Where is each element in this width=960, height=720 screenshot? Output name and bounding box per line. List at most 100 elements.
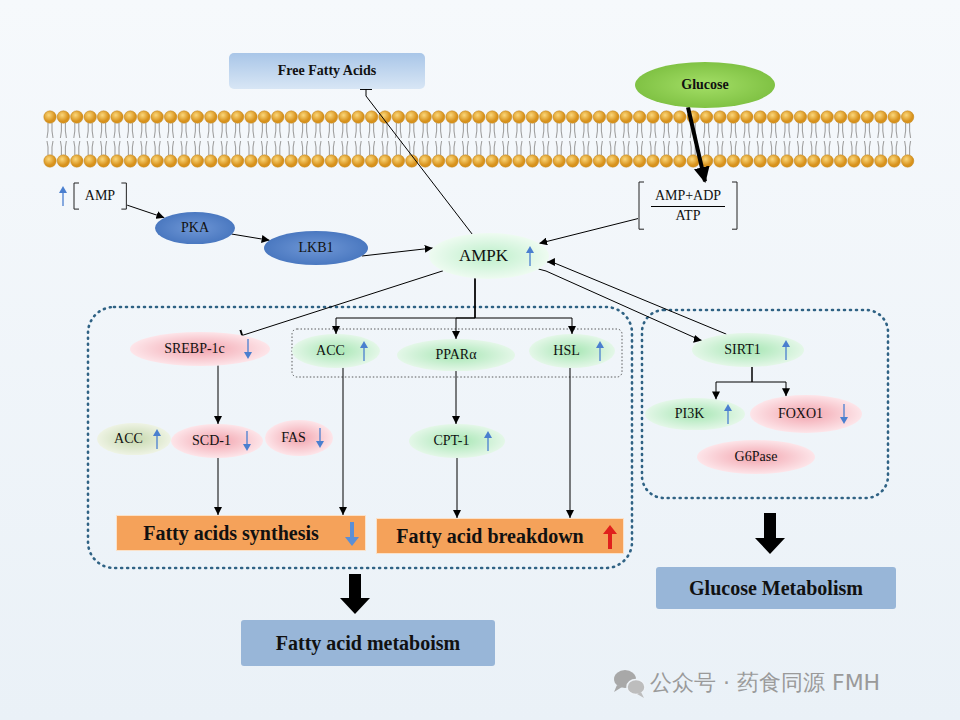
block-arrow xyxy=(755,513,785,554)
node-label: ACC xyxy=(316,343,345,359)
protein-ellipse: PKA xyxy=(155,212,235,244)
text-group: Glucose Metabolism xyxy=(685,575,867,602)
category-box: Fatty acid metaboism xyxy=(241,620,495,666)
text-group: FAS xyxy=(277,428,321,448)
block-arrow xyxy=(340,574,370,614)
node-label: SREBP-1c xyxy=(164,341,225,357)
text-group: Fatty acid metaboism xyxy=(272,630,464,657)
activation-arrow xyxy=(716,367,752,399)
bracketed-ratio: AMP+ADPATP xyxy=(638,181,738,230)
text-group: SIRT1 xyxy=(720,340,776,360)
increase-arrow xyxy=(152,429,162,449)
text-group: Fatty acid breakdown xyxy=(392,523,607,550)
text-group: CPT-1 xyxy=(429,431,484,451)
text-group: AMP xyxy=(81,186,119,206)
activation-arrow xyxy=(457,458,458,518)
node-label: Glucose xyxy=(681,77,728,93)
increase-arrow xyxy=(723,404,733,424)
node-label: SCD-1 xyxy=(192,433,231,449)
molecule-box: Free Fatty Acids xyxy=(229,53,425,89)
activation-arrow xyxy=(232,234,270,240)
text-group: PPARα xyxy=(431,345,480,365)
increase-arrow xyxy=(359,341,369,361)
node-label: Glucose Metabolism xyxy=(689,577,863,600)
activation-arrow xyxy=(538,269,701,340)
text-group: Glucose xyxy=(677,75,732,95)
increase-arrow xyxy=(603,525,617,549)
activation-arrow xyxy=(547,262,727,334)
decrease-arrow xyxy=(315,428,325,448)
text-group: SCD-1 xyxy=(188,431,246,451)
dotted-region xyxy=(642,310,888,498)
node-label: HSL xyxy=(553,343,579,359)
text-group: AMPK xyxy=(455,244,523,268)
protein-ellipse: SCD-1 xyxy=(171,424,263,458)
protein-ellipse: SREBP-1c xyxy=(130,332,270,366)
activation-arrow xyxy=(570,368,571,518)
activation-arrow xyxy=(218,458,219,515)
protein-ellipse: HSL xyxy=(529,334,615,368)
molecule-ellipse: Glucose xyxy=(635,62,775,108)
text-group: ACC xyxy=(110,429,158,449)
decrease-arrow xyxy=(345,522,359,546)
activation-arrow xyxy=(127,205,164,218)
text-group: G6Pase xyxy=(731,447,782,467)
node-label: G6Pase xyxy=(735,449,778,465)
activation-arrow xyxy=(456,278,475,339)
node-label: FOXO1 xyxy=(778,406,823,422)
node-label: LKB1 xyxy=(299,240,334,256)
activation-arrow xyxy=(343,368,344,515)
node-label: Free Fatty Acids xyxy=(278,63,377,79)
decrease-arrow xyxy=(242,431,252,451)
protein-ellipse: FAS xyxy=(265,420,333,456)
activation-arrow xyxy=(539,219,638,244)
watermark: 公众号 · 药食同源 FMH xyxy=(650,668,880,698)
wechat-icon xyxy=(614,670,645,698)
protein-ellipse: ACC xyxy=(292,334,380,368)
text-group: Free Fatty Acids xyxy=(274,61,381,81)
protein-ellipse: LKB1 xyxy=(264,231,368,265)
protein-ellipse: AMPK xyxy=(429,233,549,279)
text-group: PKA xyxy=(177,218,213,238)
node-label: SIRT1 xyxy=(724,342,761,358)
category-box: Glucose Metabolism xyxy=(656,567,896,609)
node-label: Fatty acids synthesis xyxy=(143,522,319,545)
increase-arrow xyxy=(781,340,791,360)
protein-ellipse: ACC xyxy=(97,423,171,455)
node-label: PI3K xyxy=(675,406,705,422)
node-label: AMP+ADP xyxy=(651,187,725,206)
bracketed-ratio: AMP xyxy=(73,182,127,210)
activation-arrow xyxy=(475,278,572,334)
node-label: AMP xyxy=(85,188,115,204)
text-group: ACC xyxy=(312,341,360,361)
increase-arrow xyxy=(595,341,605,361)
protein-ellipse: G6Pase xyxy=(697,440,815,474)
increase-arrow xyxy=(483,431,493,451)
group-box xyxy=(292,329,622,377)
text-group: PI3K xyxy=(671,404,720,424)
activation-arrow xyxy=(218,365,219,424)
node-label: Fatty acid breakdown xyxy=(396,525,583,548)
protein-ellipse: PI3K xyxy=(645,398,745,430)
inhibition-line xyxy=(242,271,443,336)
activation-arrow xyxy=(688,107,705,181)
increase-arrow xyxy=(525,246,535,266)
outcome-box: Fatty acid breakdown xyxy=(376,518,624,554)
node-label: ACC xyxy=(114,431,143,447)
node-label: PPARα xyxy=(435,347,476,363)
node-label: FAS xyxy=(281,430,306,446)
dotted-region xyxy=(88,307,632,568)
node-label: CPT-1 xyxy=(433,433,469,449)
decrease-arrow xyxy=(243,339,253,359)
activation-arrow xyxy=(336,278,475,334)
text-group: AMP+ADPATP xyxy=(647,185,729,226)
node-label: Fatty acid metaboism xyxy=(276,632,460,655)
protein-ellipse: SIRT1 xyxy=(692,333,804,367)
decrease-arrow xyxy=(839,404,849,424)
node-label: PKA xyxy=(181,220,209,236)
text-group: LKB1 xyxy=(295,238,338,258)
inhibition-line xyxy=(366,89,472,234)
increase-arrow xyxy=(58,186,68,206)
lipid-bilayer xyxy=(44,111,914,167)
protein-ellipse: CPT-1 xyxy=(409,424,505,458)
